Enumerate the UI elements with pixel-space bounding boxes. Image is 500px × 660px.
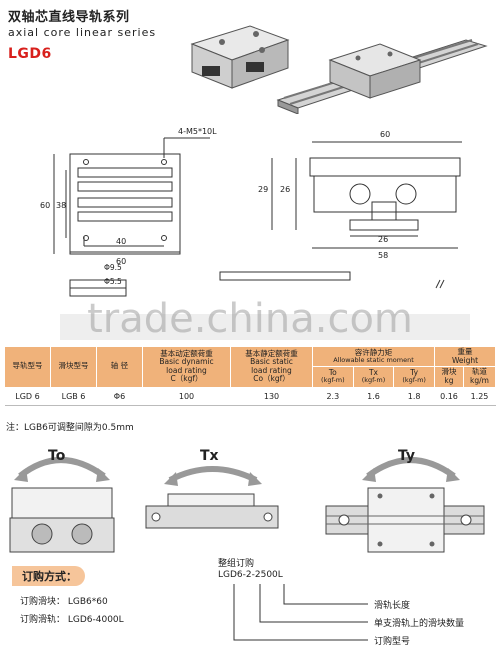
watermark: trade.china.com — [87, 296, 413, 342]
cell-to: 2.3 — [312, 386, 354, 406]
th-shaft-dia: 轴 径 — [96, 346, 143, 388]
rail-photo — [276, 39, 488, 114]
set-order-code: LGD6-2-2500L — [218, 570, 283, 580]
spec-table: 导轨型号 滑块型号 轴 径 基本动定额荷重 Basic dynamic load… — [4, 345, 497, 406]
moment-tx-diagram — [145, 466, 279, 529]
th-to: To(kgf-m) — [312, 366, 354, 388]
order-title: 订购方式： — [12, 566, 85, 586]
order-label-model: 订购型号 — [374, 637, 411, 647]
note: 注：LGB6可调整间隙为0.5mm — [6, 423, 134, 433]
cell-dynamic: 100 — [142, 386, 231, 406]
order-block-line: 订购滑块： LGB6*60 — [20, 597, 108, 607]
hole-label: 4-M5*10L — [178, 127, 217, 136]
dim-height-outer: 60 — [40, 201, 50, 210]
rail-side-view — [219, 271, 351, 281]
dim-right-h2: 26 — [280, 185, 290, 194]
moment-diagrams: To Tx Ty — [9, 448, 485, 553]
product-photo — [190, 25, 488, 114]
th-dynamic-load: 基本动定额荷重 Basic dynamic load rating C（kgf） — [142, 346, 231, 388]
cell-w-block: 0.16 — [434, 386, 464, 406]
dim-height-inner: 38 — [56, 201, 66, 210]
dim-right-h1: 29 — [258, 185, 268, 194]
th-weight: 重量 Weight — [434, 345, 496, 368]
block-photo-small — [190, 25, 290, 89]
order-code-leaders — [233, 584, 368, 641]
moment-ty-diagram — [325, 457, 485, 553]
order-label-length: 滑轨长度 — [374, 601, 411, 611]
cell-w-rail: 1.25 — [463, 386, 496, 406]
order-label-block-qty: 单支滑轨上的滑块数量 — [374, 619, 465, 629]
dim-bottom-outer: 60 — [116, 257, 126, 266]
cell-static: 130 — [230, 386, 313, 406]
dim-right-w1: 26 — [378, 235, 388, 244]
block-front-view — [309, 157, 461, 177]
order-rail-line: 订购滑轨： LGD6-4000L — [20, 615, 124, 625]
th-ty: Ty(kgf-m) — [393, 366, 436, 388]
title-chinese: 双轴芯直线导轨系列 — [8, 10, 130, 25]
dim-right-w2: 58 — [378, 251, 388, 260]
cell-block-model: LGB 6 — [50, 386, 97, 406]
model-code: LGD6 — [8, 46, 52, 62]
dim-right-top: 60 — [380, 130, 390, 139]
th-rail-model: 导轨型号 — [4, 346, 51, 388]
moment-to-label: To — [48, 448, 66, 464]
table-row: LGD 6 LGB 6 Φ6 100 130 2.3 1.6 1.8 0.16 … — [4, 386, 496, 406]
technical-drawing: 4-M5*10L 60 38 40 60 60 29 26 26 58 Φ9.5… — [40, 127, 470, 340]
th-block-model: 滑块型号 — [50, 346, 97, 388]
dim-shaft-1: Φ9.5 — [104, 263, 122, 272]
cell-ty: 1.8 — [393, 386, 435, 406]
set-order-title: 整组订购 — [218, 559, 255, 569]
th-tx: Tx(kgf-m) — [352, 366, 395, 388]
cell-tx: 1.6 — [353, 386, 394, 406]
dim-shaft-2: Φ5.5 — [104, 277, 122, 286]
dim-bottom-inner: 40 — [116, 237, 126, 246]
cell-rail-model: LGD 6 — [4, 386, 51, 406]
cell-shaft-dia: Φ6 — [96, 386, 143, 406]
title-english: axial core linear series — [8, 26, 157, 39]
moment-ty-label: Ty — [398, 448, 415, 464]
block-top-view — [69, 153, 181, 255]
moment-to-diagram — [9, 457, 115, 553]
moment-tx-label: Tx — [200, 448, 219, 464]
th-moment: 容许静力矩 Allowable static moment — [311, 345, 436, 368]
th-static-load: 基本静定额荷重 Basic static load rating Co（kgf） — [230, 346, 313, 388]
